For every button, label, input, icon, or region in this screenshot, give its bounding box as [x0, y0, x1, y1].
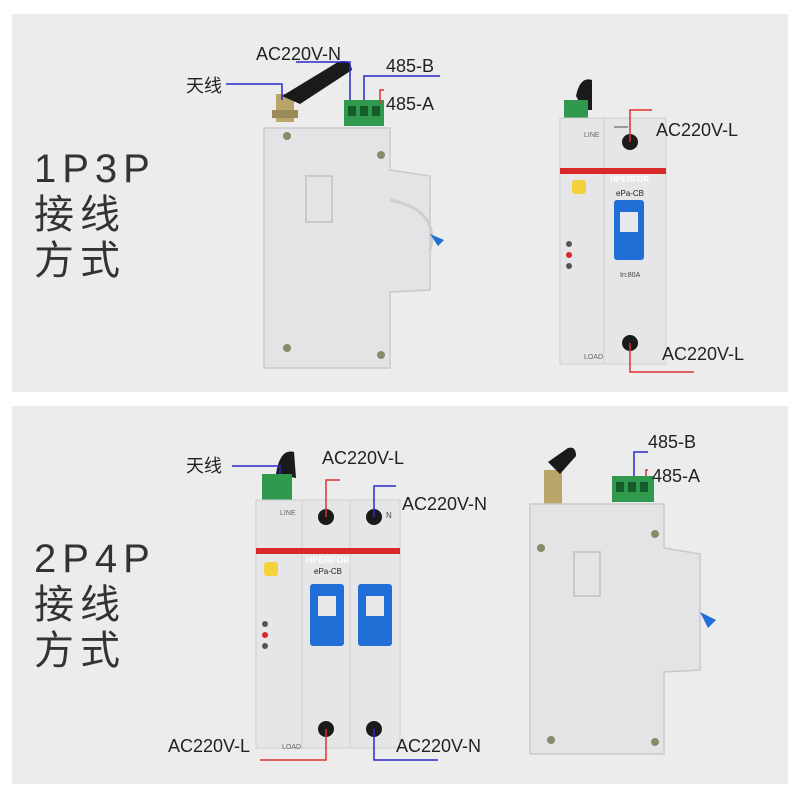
device-body-front [559, 117, 667, 365]
wire-antenna [226, 83, 283, 100]
load-mark-top: LOAD [584, 354, 604, 361]
brand-bottom: HPERFOR [306, 555, 351, 565]
label-l-in-bottom: AC220V-L [322, 448, 405, 468]
title-1p3p-line3: 方式 [34, 239, 126, 283]
title-1p3p-line2: 接线 [34, 193, 126, 237]
wire-485b-top [363, 75, 440, 100]
antenna-icon [276, 451, 296, 478]
wire-l-out-top [629, 343, 694, 373]
wire-antenna-bottom [232, 465, 281, 474]
wire-485a-top [379, 89, 384, 104]
label-l-in-top: AC220V-L [656, 120, 739, 140]
load-mark-bottom: LOAD [282, 744, 302, 751]
title-2p4p-line3: 方式 [34, 629, 126, 673]
antenna-icon-right [548, 447, 576, 474]
top-front-device [559, 79, 694, 373]
bottom-side-device [529, 447, 716, 755]
label-485a-top: 485-A [386, 94, 435, 114]
label-antenna-bottom: 天线 [186, 456, 222, 476]
label-l-out-top: AC220V-L [662, 344, 745, 364]
wire-l-in-top [629, 109, 652, 142]
device-body-side [263, 127, 431, 369]
wire-n-in-bottom [373, 485, 396, 517]
label-n-in-bottom: AC220V-N [402, 494, 488, 514]
wire-n-top [296, 61, 351, 100]
top-side-device [226, 61, 444, 369]
title-2p4p-line2: 接线 [34, 583, 126, 627]
wire-485a-bottom [645, 469, 648, 476]
model-top: ePa-CB [616, 189, 645, 198]
model-bottom: ePa-CB [314, 567, 343, 576]
wire-l-in-bottom [325, 479, 340, 517]
line-mark-bottom: LINE [280, 510, 296, 517]
label-antenna-top: 天线 [186, 76, 222, 96]
line-mark-top: LINE [584, 132, 600, 139]
antenna-icon [282, 61, 352, 104]
label-485b-top: 485-B [386, 56, 435, 76]
label-485a-bottom: 485-A [652, 466, 701, 486]
title-2p4p-line1: 2P4P [34, 537, 156, 581]
wire-n-out-bottom [373, 729, 438, 761]
rating-top: In:80A [620, 272, 641, 279]
n-mark-in: N [386, 511, 392, 520]
title-1p3p: 1P3P 接线 方式 [34, 146, 156, 284]
wire-485b-bottom [633, 451, 648, 476]
label-l-out-bottom: AC220V-L [168, 736, 251, 756]
brand-top: HPERFOR [610, 175, 650, 184]
bottom-front-device [232, 451, 438, 761]
label-n-out-bottom: AC220V-N [396, 736, 482, 756]
label-485b-bottom: 485-B [648, 432, 697, 452]
title-1p3p-line1: 1P3P [34, 147, 156, 191]
device-body-side-bottom [529, 503, 701, 755]
wire-l-out-bottom [260, 729, 327, 761]
title-2p4p: 2P4P 接线 方式 [34, 536, 156, 674]
label-n-top: AC220V-N [256, 44, 342, 64]
